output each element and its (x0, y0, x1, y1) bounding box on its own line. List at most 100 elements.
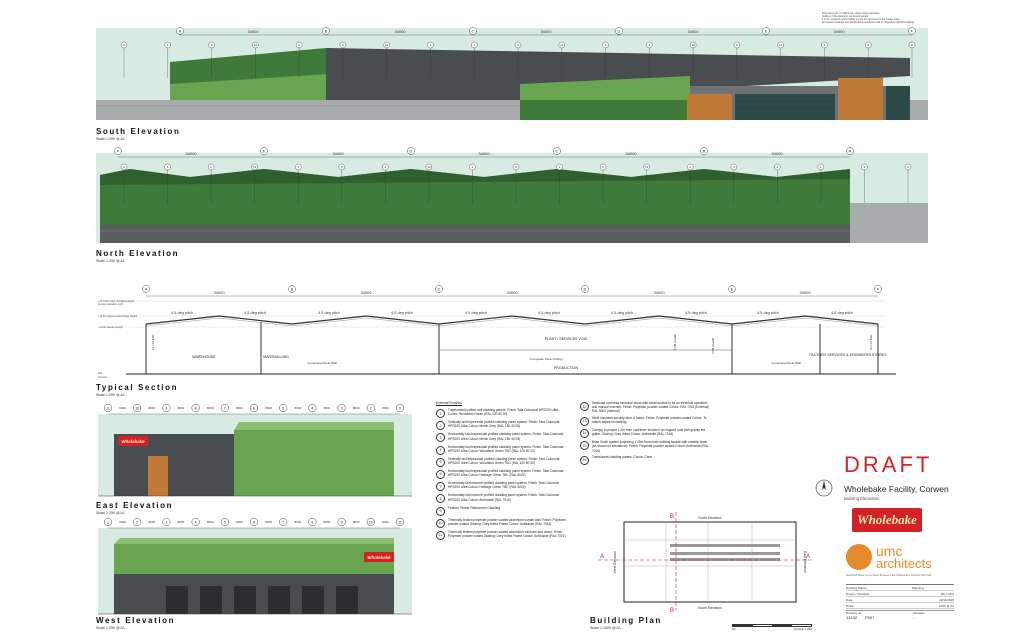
finish-text: Vertically laid trapezoidal profiled cla… (448, 456, 560, 465)
section-grid-label: E (731, 287, 734, 292)
pitch-label: 4.5 deg pitch (171, 311, 193, 315)
grid-circle (366, 403, 375, 413)
section-dim: 34000 (213, 290, 225, 295)
grid-dim: 6000 (119, 520, 126, 524)
section-grid-label: A (145, 287, 148, 292)
finish-number: 12 (580, 402, 589, 411)
callout-circle (382, 163, 389, 171)
grid-circle (366, 517, 375, 527)
grid-dim: 8000 (294, 406, 301, 410)
finish-text: Translucent cladding panels. Colour: Cle… (592, 454, 653, 459)
callout-number: 1 (430, 43, 432, 47)
grid-label: 5 (282, 406, 284, 410)
grid-label: 4 (311, 406, 313, 410)
title-block-label: Drawn / Checked (846, 591, 870, 596)
sheet-note: Scaling of this drawing is not recommend… (822, 15, 869, 18)
callout-circle (338, 163, 345, 171)
callout-circle (469, 163, 476, 171)
callout-number: 13 (645, 165, 649, 169)
south-dim: 34000 (540, 29, 552, 34)
pitch-label: 4.5 deg pitch (611, 311, 633, 315)
callout-number: 10 (691, 43, 695, 47)
finish-number: 8 (436, 494, 445, 504)
grid-dim: 8000 (324, 406, 331, 410)
finish-text: Horizontally laid trapezoidal profiled c… (448, 432, 564, 441)
plan-label: North Elevation (698, 516, 721, 520)
west-elevation-scale: Scale 1:250 @ A1 (96, 626, 125, 630)
callout-circle (602, 41, 609, 49)
callout-circle (689, 41, 697, 49)
south-grid-label: F (911, 29, 914, 34)
section-grid-label: C (438, 287, 441, 292)
north-dim: 34000 (185, 151, 197, 156)
section-grid-label: B (291, 287, 294, 292)
callout-circle (471, 41, 478, 49)
grid-dim: 8000 (382, 406, 389, 410)
north-grid-label: F (117, 149, 120, 154)
grid-dim: 6000 (119, 406, 126, 410)
section-mark: B (670, 514, 674, 520)
callout-number: 13 (254, 43, 258, 47)
grid-dim: 8000 (324, 520, 331, 524)
level-label: Ground (98, 375, 107, 379)
project-name: Wholebake Facility, Corwen (844, 484, 949, 494)
callout-circle (733, 41, 741, 49)
finish-text: Vertically laid trapezoidal profiled cla… (448, 420, 560, 429)
grid-dim: 8000 (294, 520, 301, 524)
building-plan-drawing: B A A B North Elevation South Elevation … (590, 510, 822, 614)
callout-number: 1 (820, 165, 822, 169)
finish-text: Thermally broken polyester powder coated… (448, 529, 566, 539)
room-label: PRODUCTION (554, 366, 579, 370)
callout-circle (558, 41, 565, 49)
section-dim: 34000 (653, 290, 665, 295)
drawing-no: 13132 (846, 615, 858, 620)
pitch-label: 4.5 deg pitch (538, 311, 560, 315)
level-label: +11.5m Approximate Ridge Height (98, 314, 138, 318)
plan-label: East Elevation (803, 551, 807, 573)
north-grid-label: A (849, 149, 852, 154)
pitch-label: 4.5 deg pitch (831, 311, 853, 315)
pitch-label: 4.5 deg pitch (318, 311, 340, 315)
architect-address: Beechfield House, Lyme Green Business Pa… (846, 574, 932, 577)
south-grid-label: C (472, 29, 475, 34)
callout-number: 2 (123, 165, 125, 169)
callout-number: 13 (253, 165, 257, 169)
finish-number: 15 (580, 441, 589, 451)
level-label: (Lower elevation only) (98, 302, 124, 306)
finish-number: 6 (436, 469, 445, 479)
south-grid-label: B (325, 29, 328, 34)
plan-label: West Elevation (613, 551, 617, 574)
finish-text: Thermally broken polyester powder coated… (448, 517, 566, 526)
room-label: WAREHOUSE (192, 355, 216, 359)
callout-number: 2 (123, 43, 125, 47)
finish-number: 13 (580, 416, 589, 426)
grid-label: 6 (253, 520, 255, 524)
grid-label: 11 (398, 520, 402, 524)
callout-number: 14 (427, 165, 431, 169)
section-grid-label: D (584, 287, 587, 292)
revision-label: Revision (913, 611, 926, 615)
callout-circle (730, 163, 737, 171)
south-elevation-title: South Elevation (96, 127, 181, 136)
grid-circle (220, 517, 229, 527)
callout-number: 1 (167, 43, 169, 47)
finish-number: 4 (436, 445, 445, 455)
callout-circle (821, 41, 828, 49)
grid-dim: 8000 (178, 406, 185, 410)
north-dim: 34000 (478, 151, 490, 156)
callout-number: 1 (559, 165, 561, 169)
scale-bar-zero: 0m (732, 627, 737, 631)
grid-label: 9 (341, 520, 343, 524)
drawing-no-label: Drawing no. (846, 611, 863, 615)
sheet-note: All relevant drawings and specifications… (822, 21, 915, 24)
callout-circle (777, 41, 784, 49)
grid-dim: 8000 (236, 520, 243, 524)
